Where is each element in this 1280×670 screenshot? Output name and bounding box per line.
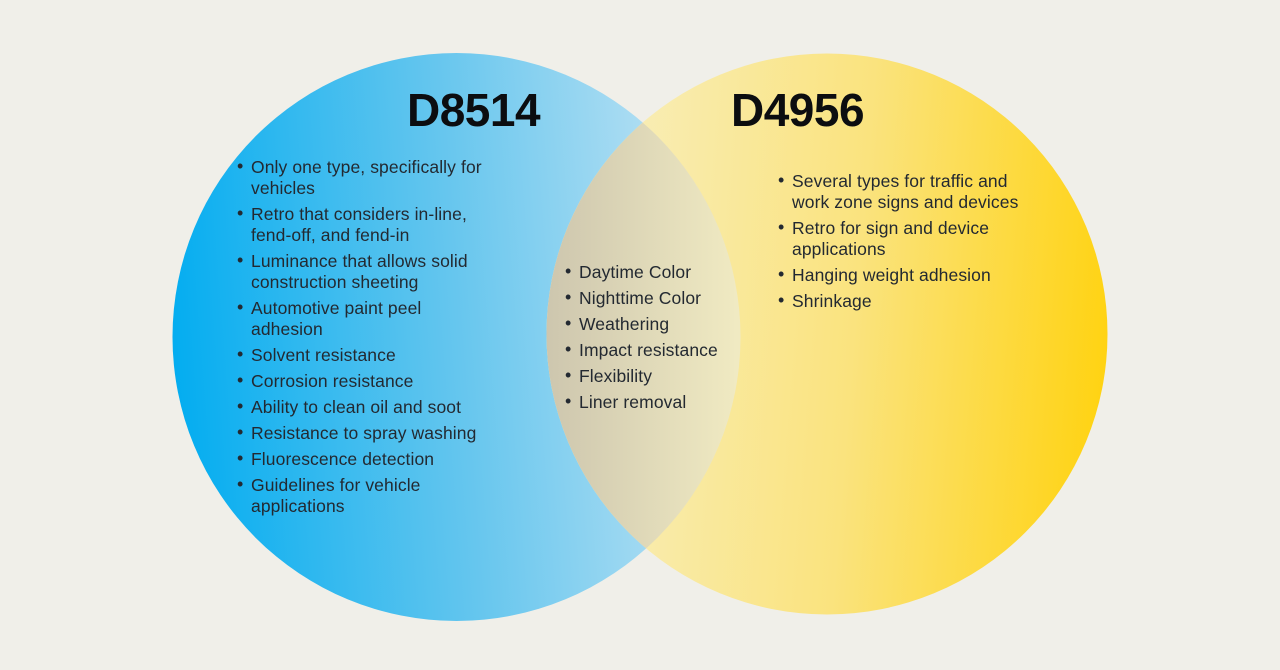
overlap-lens xyxy=(546,53,741,615)
list-item: Ability to clean oil and soot xyxy=(237,396,547,418)
list-item: Daytime Color xyxy=(565,261,765,283)
list-item: Hanging weight adhesion xyxy=(778,264,1038,286)
list-item: Flexibility xyxy=(565,365,765,387)
list-item: Fluorescence detection xyxy=(237,448,547,470)
list-item: Nighttime Color xyxy=(565,287,765,309)
left-circle-list: Only one type, specifically forvehiclesR… xyxy=(237,156,547,522)
right-circle-title: D4956 xyxy=(731,84,865,136)
list-item: Liner removal xyxy=(565,391,765,413)
list-item: Retro that considers in-line,fend-off, a… xyxy=(237,203,547,246)
overlap-list: Daytime ColorNighttime ColorWeatheringIm… xyxy=(565,261,765,418)
list-item: Resistance to spray washing xyxy=(237,422,547,444)
list-item: Impact resistance xyxy=(565,339,765,361)
left-circle-title: D8514 xyxy=(407,84,541,136)
list-item: Solvent resistance xyxy=(237,344,547,366)
list-item: Luminance that allows solidconstruction … xyxy=(237,250,547,293)
list-item: Weathering xyxy=(565,313,765,335)
list-item: Shrinkage xyxy=(778,290,1038,312)
list-item: Corrosion resistance xyxy=(237,370,547,392)
